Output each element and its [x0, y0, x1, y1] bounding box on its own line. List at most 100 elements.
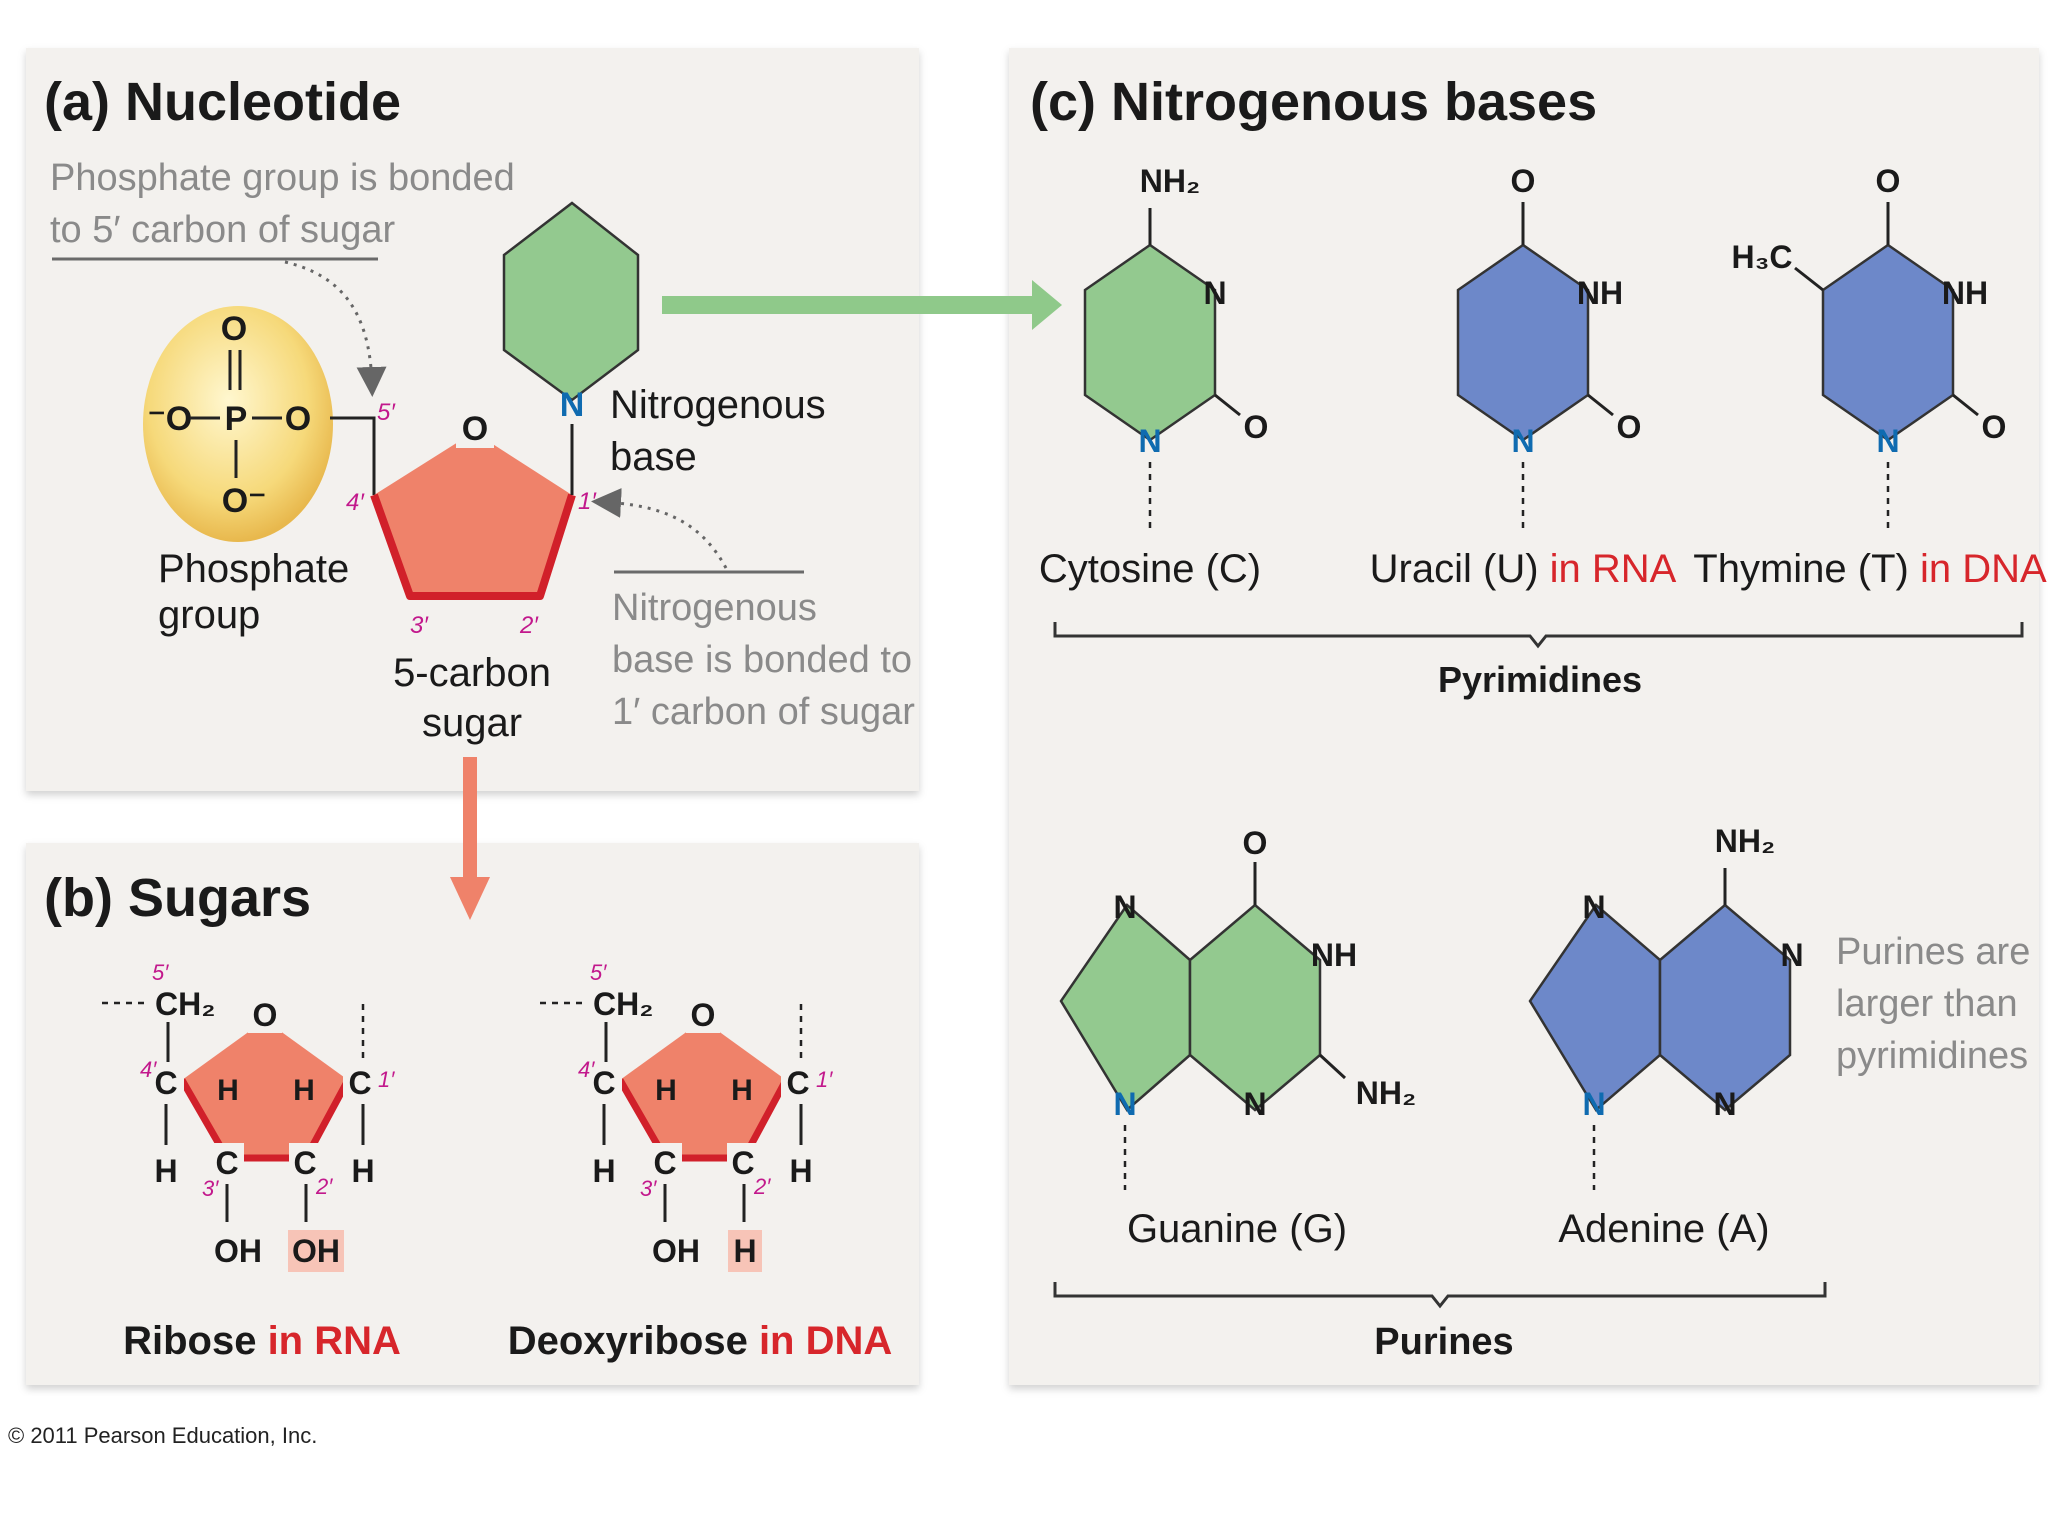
deoxyribose-structure: O CH₂ 5′ C 4′ H H H C 3′ C 2′ OH H C 1′: [508, 960, 893, 1363]
ribose-c2-h-up: H: [293, 1074, 315, 1107]
phosphate-p: P: [225, 400, 248, 438]
uracil-o-top: O: [1511, 163, 1536, 199]
thymine-methyl-bond: [1794, 266, 1824, 292]
base-note-arrow: [591, 487, 728, 569]
guanine-n7: N: [1113, 889, 1136, 925]
ribose-n2: 2′: [315, 1174, 333, 1199]
deoxyribose-c2-h-up: H: [731, 1074, 753, 1107]
ribose-front-edge: [178, 1078, 352, 1162]
sugar-front-edge: [370, 493, 576, 600]
cytosine-ring: [1083, 243, 1217, 442]
guanine-nh2-bond: [1318, 1053, 1347, 1080]
ribose-c3-oh: OH: [214, 1233, 262, 1269]
thymine-n1: N: [1876, 423, 1899, 459]
pyrimidines-bracket: [1053, 622, 2024, 649]
sugar-c5-number: 5′: [377, 399, 396, 426]
ribose-c4-backdrop: [150, 1063, 184, 1101]
base-label-line2: base: [610, 435, 697, 479]
base-note-line2: base is bonded to: [612, 639, 912, 681]
cytosine-name: Cytosine (C): [1039, 547, 1261, 591]
ribose-c1-h: H: [351, 1153, 374, 1189]
adenine-n1: N: [1780, 937, 1803, 973]
sugar-label-line1: 5-carbon: [393, 651, 551, 695]
deoxyribose-front-edge: [616, 1078, 790, 1162]
phosphate-sphere: [143, 306, 333, 542]
thymine-name: Thymine (T): [1693, 547, 1909, 591]
sugar-label-line2: sugar: [422, 701, 522, 745]
uracil-structure: O NH O N Uracil (U) in RNA: [1370, 163, 1677, 591]
phosphate-note-arrow: [284, 260, 387, 397]
ribose-c2-backdrop: [289, 1143, 323, 1181]
thymine-o-right: O: [1982, 409, 2007, 445]
base-label-line1: Nitrogenous: [610, 383, 826, 427]
adenine-n3: N: [1713, 1086, 1736, 1122]
deoxyribose-c4: C: [592, 1065, 615, 1101]
pyrimidines-label: Pyrimidines: [1438, 659, 1642, 700]
deoxyribose-n1: 1′: [816, 1067, 833, 1092]
sugar-c2-number: 2′: [519, 612, 539, 639]
phosphate-label-line1: Phosphate: [158, 547, 349, 591]
cytosine-o: O: [1244, 409, 1269, 445]
cytosine-n3: N: [1203, 275, 1226, 311]
uracil-n1: N: [1511, 423, 1534, 459]
sugar-arrow-head: [450, 877, 490, 920]
ribose-caption: Ribose in RNA: [123, 1319, 401, 1363]
ribose-suffix: in RNA: [256, 1319, 400, 1363]
deoxyribose-ring-o: O: [691, 997, 716, 1033]
ribose-c2-oh: OH: [292, 1233, 340, 1269]
base-note-line1: Nitrogenous: [612, 587, 817, 629]
guanine-name: Guanine (G): [1127, 1207, 1347, 1251]
ribose-o-backdrop: [248, 995, 282, 1033]
sugar-c4-number: 4′: [346, 489, 365, 516]
thymine-nh: NH: [1942, 275, 1988, 311]
uracil-nh: NH: [1577, 275, 1623, 311]
purine-note-line3: pyrimidines: [1836, 1035, 2028, 1077]
panel-b-title: (b) Sugars: [44, 868, 311, 928]
phosphate-label-line2: group: [158, 593, 260, 637]
ribose-c3-h-up: H: [217, 1074, 239, 1107]
thymine-structure: O H₃C NH O N Thymine (T) in DNA: [1693, 163, 2047, 591]
ring-o-backdrop: [456, 408, 494, 448]
sugar-pentagon: [374, 432, 572, 596]
guanine-structure: N O NH NH₂ N N Guanine (G): [1059, 825, 1416, 1251]
thymine-o-top: O: [1876, 163, 1901, 199]
deoxyribose-suffix: in DNA: [748, 1319, 892, 1363]
copyright: © 2011 Pearson Education, Inc.: [8, 1423, 317, 1448]
adenine-n7: N: [1582, 889, 1605, 925]
purines-label: Purines: [1374, 1321, 1513, 1363]
adenine-nh2: NH₂: [1715, 823, 1775, 859]
base-arrow-shaft: [662, 296, 1032, 314]
uracil-caption: Uracil (U) in RNA: [1370, 547, 1677, 591]
cytosine-co-bond: [1214, 393, 1241, 417]
deoxyribose-c4-h: H: [592, 1153, 615, 1189]
uracil-o-right: O: [1617, 409, 1642, 445]
phosphate-to-c5-bond: [330, 416, 376, 495]
sugar-c1-number: 1′: [578, 488, 597, 515]
phosphate-o-left: ⁻O: [148, 400, 192, 438]
phosphate-o-bottom: O⁻: [222, 482, 266, 520]
adenine-five-ring: [1528, 903, 1662, 1112]
deoxyribose-n3: 3′: [640, 1176, 657, 1201]
deoxyribose-o-backdrop: [686, 995, 720, 1033]
thymine-co-right-bond: [1952, 393, 1979, 417]
deoxyribose-ch2: CH₂: [593, 986, 653, 1022]
thymine-suffix: in DNA: [1909, 547, 2047, 591]
deoxyribose-c3-backdrop: [648, 1143, 682, 1181]
sugar-arrow-shaft: [463, 757, 477, 877]
phosphate-note-line1: Phosphate group is bonded: [50, 157, 515, 199]
ribose-n4: 4′: [140, 1057, 157, 1082]
ribose-2-oh-highlight: [288, 1230, 344, 1272]
deoxyribose-c2-backdrop: [727, 1143, 761, 1181]
ribose-ch2: CH₂: [155, 986, 215, 1022]
panel-b: (b) Sugars O CH₂ 5′ C 4′ H H H C 3′ C 2′: [44, 868, 892, 1363]
deoxyribose-c1-h: H: [789, 1153, 812, 1189]
deoxyribose-n5: 5′: [590, 960, 607, 985]
purine-note-line1: Purines are: [1836, 931, 2030, 973]
cytosine-nh2: NH₂: [1140, 163, 1200, 199]
uracil-ring: [1456, 243, 1590, 442]
ribose-pentagon: [182, 1020, 348, 1158]
adenine-n9: N: [1582, 1086, 1605, 1122]
panel-c: (c) Nitrogenous bases NH₂ N O N Cytosine…: [1030, 72, 2047, 1363]
deoxyribose-n2: 2′: [753, 1174, 771, 1199]
